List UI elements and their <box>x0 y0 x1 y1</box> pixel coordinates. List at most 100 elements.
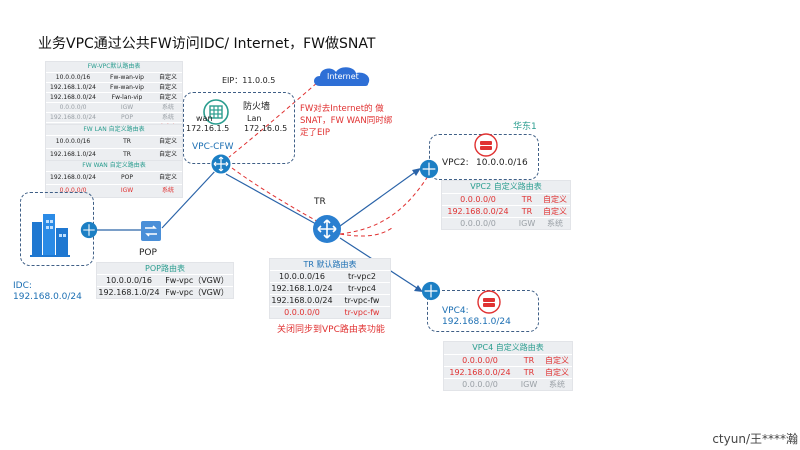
vpc2-router-icon[interactable] <box>419 159 439 183</box>
vpc4-label: VPC4: <box>442 306 469 316</box>
fw-default-row-route-type: 系统 <box>161 114 174 121</box>
pop-row-next-hop: Fw-vpc（VGW） <box>165 288 229 297</box>
vpc2-label: VPC2: <box>442 158 469 168</box>
vpc4-row-destination: 0.0.0.0/0 <box>462 356 498 365</box>
vpc4-row-route-type: 自定义 <box>545 368 569 377</box>
pop-table-caption: POP路由表 <box>145 264 185 273</box>
tr-row-destination: 192.168.0.0/24 <box>271 296 333 305</box>
vpc4-server-icon <box>477 290 501 318</box>
fw-default-row-next-hop: IGW <box>120 104 134 111</box>
tr-table-row: 192.168.0.0/24 tr-vpc-fw <box>270 294 390 306</box>
fw-wan-row-destination: 0.0.0.0/0 <box>59 187 87 194</box>
fw-default-row-route-type: 自定义 <box>158 74 177 81</box>
region-label: 华东1 <box>513 122 537 132</box>
fw-lan-label: Lan <box>247 114 262 123</box>
fw-wan-row-route-type: 自定义 <box>158 174 177 181</box>
tr-row-next-hop: tr-vpc-fw <box>344 308 380 317</box>
fw-wan-label: wan <box>196 114 213 123</box>
fw-default-row-destination: 10.0.0.0/16 <box>55 74 91 81</box>
firewall-icon[interactable] <box>203 99 229 129</box>
idc-router-icon[interactable] <box>80 221 98 243</box>
fw-lan-row-destination: 192.168.1.0/24 <box>50 151 96 158</box>
pop-gateway-icon[interactable] <box>140 220 162 246</box>
fw-wan-row-next-hop: IGW <box>120 187 134 194</box>
tr-label: TR <box>314 197 326 207</box>
vpc4-boundary <box>427 290 539 332</box>
fw-default-row-destination: 192.168.1.0/24 <box>50 84 96 91</box>
vpc2-cidr: 10.0.0.0/16 <box>476 158 528 168</box>
fw-lan-table-caption: FW LAN 自定义路由表 <box>83 126 145 133</box>
tr-table-caption: TR 默认路由表 <box>303 260 357 269</box>
tr-row-destination: 192.168.1.0/24 <box>271 284 333 293</box>
link-cfw-tr <box>225 173 317 225</box>
arrow-to-vpc4 <box>414 285 423 292</box>
vpc2-row-route-type: 自定义 <box>543 207 567 216</box>
vpc-cfw-router-icon[interactable] <box>210 153 232 179</box>
snat-note: FW对去Internet的 做SNAT，FW WAN同时绑定了EIP <box>300 104 393 138</box>
internet-label: Internet <box>327 72 359 81</box>
vpc2-row-route-type: 自定义 <box>543 195 567 204</box>
vpc2-row-next-hop: IGW <box>518 219 536 228</box>
fw-default-row-destination: 192.168.0.0/24 <box>50 94 96 101</box>
sync-disabled-note: 关闭同步到VPC路由表功能 <box>277 325 385 335</box>
idc-cidr: 192.168.0.0/24 <box>13 292 82 302</box>
eip-label: EIP：11.0.0.5 <box>222 76 276 85</box>
fw-default-table-caption: FW-VPC默认路由表 <box>87 63 141 70</box>
vpc4-table-caption: VPC4 自定义路由表 <box>472 343 544 352</box>
link-tr-vpc2 <box>339 169 419 227</box>
vpc-cfw-label: VPC-CFW <box>192 142 234 152</box>
fw-wan-ip: 172.16.1.5 <box>186 124 230 133</box>
vpc2-row-destination: 0.0.0.0/0 <box>460 195 496 204</box>
fw-default-row-route-type: 自定义 <box>158 84 177 91</box>
snat-path-vpc-tail <box>339 227 393 237</box>
fw-wan-table-row: 0.0.0.0/0 IGW 系统 <box>46 184 182 197</box>
tr-row-next-hop: tr-vpc-fw <box>344 296 380 305</box>
vpc4-row-destination: 0.0.0.0/0 <box>462 380 498 389</box>
idc-building-icon <box>30 212 70 262</box>
fw-default-row-next-hop: Fw-lan-vip <box>111 94 143 101</box>
vpc4-row-route-type: 系统 <box>549 380 565 389</box>
fw-wan-row-route-type: 系统 <box>161 187 174 194</box>
internet-cloud-icon[interactable] <box>310 64 376 94</box>
vpc2-row-next-hop: TR <box>521 207 533 216</box>
vpc4-router-icon[interactable] <box>421 281 441 305</box>
fw-wan-row-destination: 192.168.0.0/24 <box>50 174 96 181</box>
link-pop-cfw <box>161 167 219 229</box>
idc-name: IDC: <box>13 281 32 291</box>
vpc2-row-destination: 192.168.0.0/24 <box>447 207 509 216</box>
pop-row-destination: 10.0.0.0/16 <box>106 276 152 285</box>
pop-row-destination: 192.168.1.0/24 <box>98 288 160 297</box>
pop-table-row: 192.168.1.0/24 Fw-vpc（VGW） <box>97 286 233 298</box>
diagram-title: 业务VPC通过公共FW访问IDC/ Internet，FW做SNAT <box>38 36 376 52</box>
fw-lan-row-next-hop: TR <box>123 151 131 158</box>
tr-router-icon[interactable] <box>312 214 342 248</box>
watermark: ctyun/王****瀚 <box>712 432 798 446</box>
vpc4-row-next-hop: TR <box>523 368 535 377</box>
fw-wan-table-caption: FW WAN 自定义路由表 <box>82 162 146 169</box>
